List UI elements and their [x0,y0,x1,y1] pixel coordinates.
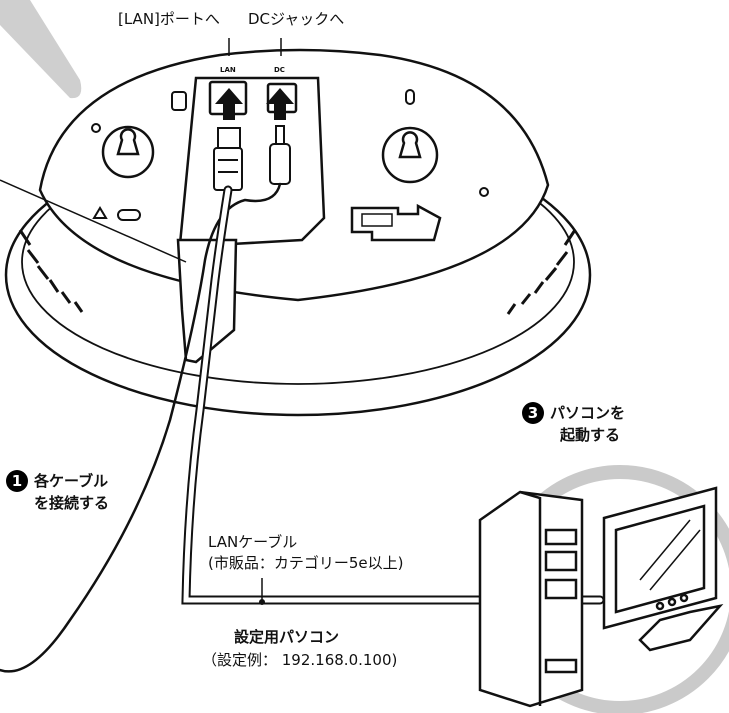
lan-cable-spec: (市販品：カテゴリー5e以上) [208,554,404,572]
step-3-line2: 起動する [560,426,621,444]
dc-port-marking: DC [274,66,285,74]
step-1-line1: 各ケーブル [34,472,109,490]
dc-cable [0,182,282,673]
lan-port-label: [LAN]ポートへ [118,10,220,28]
lan-port-marking: LAN [220,66,236,74]
rim-vents [18,229,577,315]
pc-ip-label: （設定例： 192.168.0.100) [202,651,398,669]
dc-jack-label: DCジャックへ [248,10,345,28]
gray-arc-decoration [0,0,82,99]
pc-title-label: 設定用パソコン [234,628,340,646]
insert-arrow-lan [215,88,243,120]
step-1-callout: 1 各ケーブル を接続する [6,470,109,514]
step-3-text: パソコンを 起動する [550,402,625,446]
insert-arrow-dc [266,88,294,120]
step-3-line1: パソコンを [550,404,626,422]
lan-cable-name: LANケーブル [208,533,298,551]
cables [0,182,605,673]
connector-recess [178,76,326,246]
pc-monitor [602,486,724,652]
step-1-badge: 1 [6,470,28,492]
step-1-text: 各ケーブル を接続する [34,470,109,514]
step-1-line2: を接続する [34,494,110,512]
top-holes [91,89,489,221]
step-3-badge: 3 [522,402,544,424]
mount-keyhole-right [381,126,439,184]
mount-keyhole-left [101,125,155,179]
lan-cable-fill [183,187,603,603]
leader-line [0,179,187,263]
pc-tower [478,490,584,708]
step-3-callout: 3 パソコンを 起動する [522,402,625,446]
lan-plug [213,127,243,191]
cable-label-dot [259,599,265,605]
bracket-slot [350,203,442,242]
lan-cable-label: LANケーブル (市販品：カテゴリー5e以上) [208,532,403,574]
